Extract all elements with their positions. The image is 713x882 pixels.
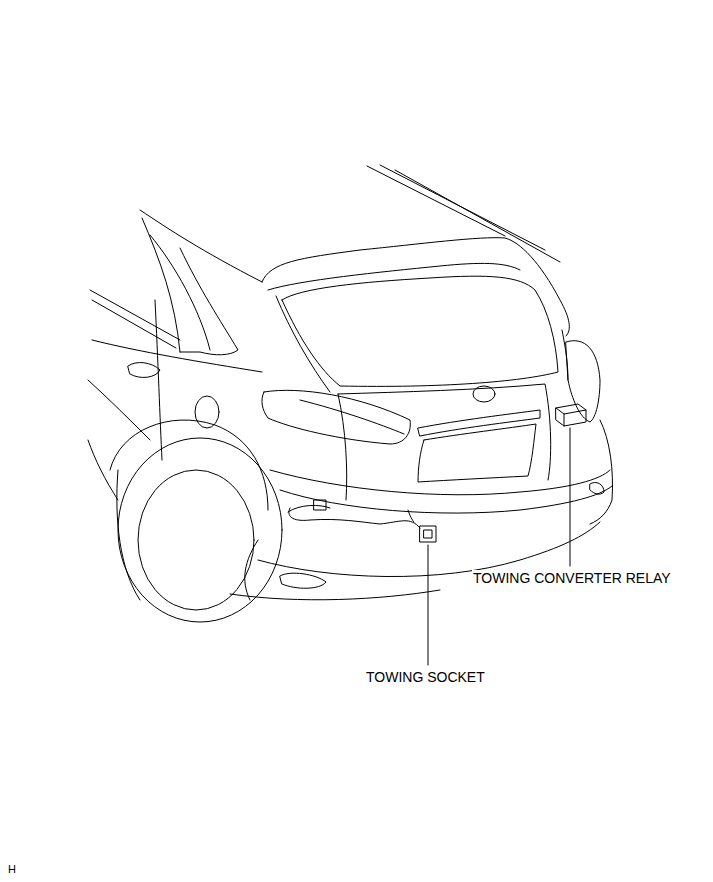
figure-code: H (7, 861, 17, 877)
bumper-lower (258, 522, 600, 577)
spoiler (262, 238, 569, 336)
door-handle (128, 363, 160, 378)
rocker (88, 440, 118, 500)
tire (117, 470, 140, 600)
bumper (590, 420, 613, 524)
wheel-arch (110, 420, 268, 510)
harness-wire (289, 508, 420, 528)
reflector (590, 482, 604, 494)
harness-connector (314, 500, 326, 510)
part-label: TOWING SOCKET (365, 669, 486, 685)
rear-window (282, 276, 558, 386)
emblem (473, 386, 495, 402)
tail-light (300, 400, 404, 434)
leader-line (428, 545, 429, 665)
leader-line (570, 428, 571, 566)
roof-line (395, 170, 560, 262)
towing-socket (420, 526, 436, 542)
side-window (92, 300, 176, 348)
tailgate (338, 394, 347, 500)
side-window (180, 248, 238, 355)
bumper-lower (245, 540, 258, 600)
pillar (150, 235, 210, 350)
converter-relay (556, 404, 586, 426)
bumper (280, 486, 612, 513)
harness-wire (288, 505, 330, 512)
bumper (270, 470, 610, 495)
harness-wire (408, 510, 414, 522)
belt-line (92, 340, 262, 372)
reflector (280, 573, 326, 588)
tail-light (262, 390, 410, 444)
body-line (276, 296, 330, 392)
wheel (138, 470, 254, 610)
towing-socket (424, 530, 432, 538)
plate-recess (418, 424, 536, 482)
roof-line (367, 166, 505, 236)
side-window (90, 290, 180, 340)
tailgate (338, 384, 551, 480)
part-label: TOWING CONVERTER RELAY (472, 570, 672, 586)
converter-relay (556, 408, 586, 426)
tire (118, 438, 282, 622)
tail-light (566, 341, 600, 422)
door-line (155, 300, 162, 460)
